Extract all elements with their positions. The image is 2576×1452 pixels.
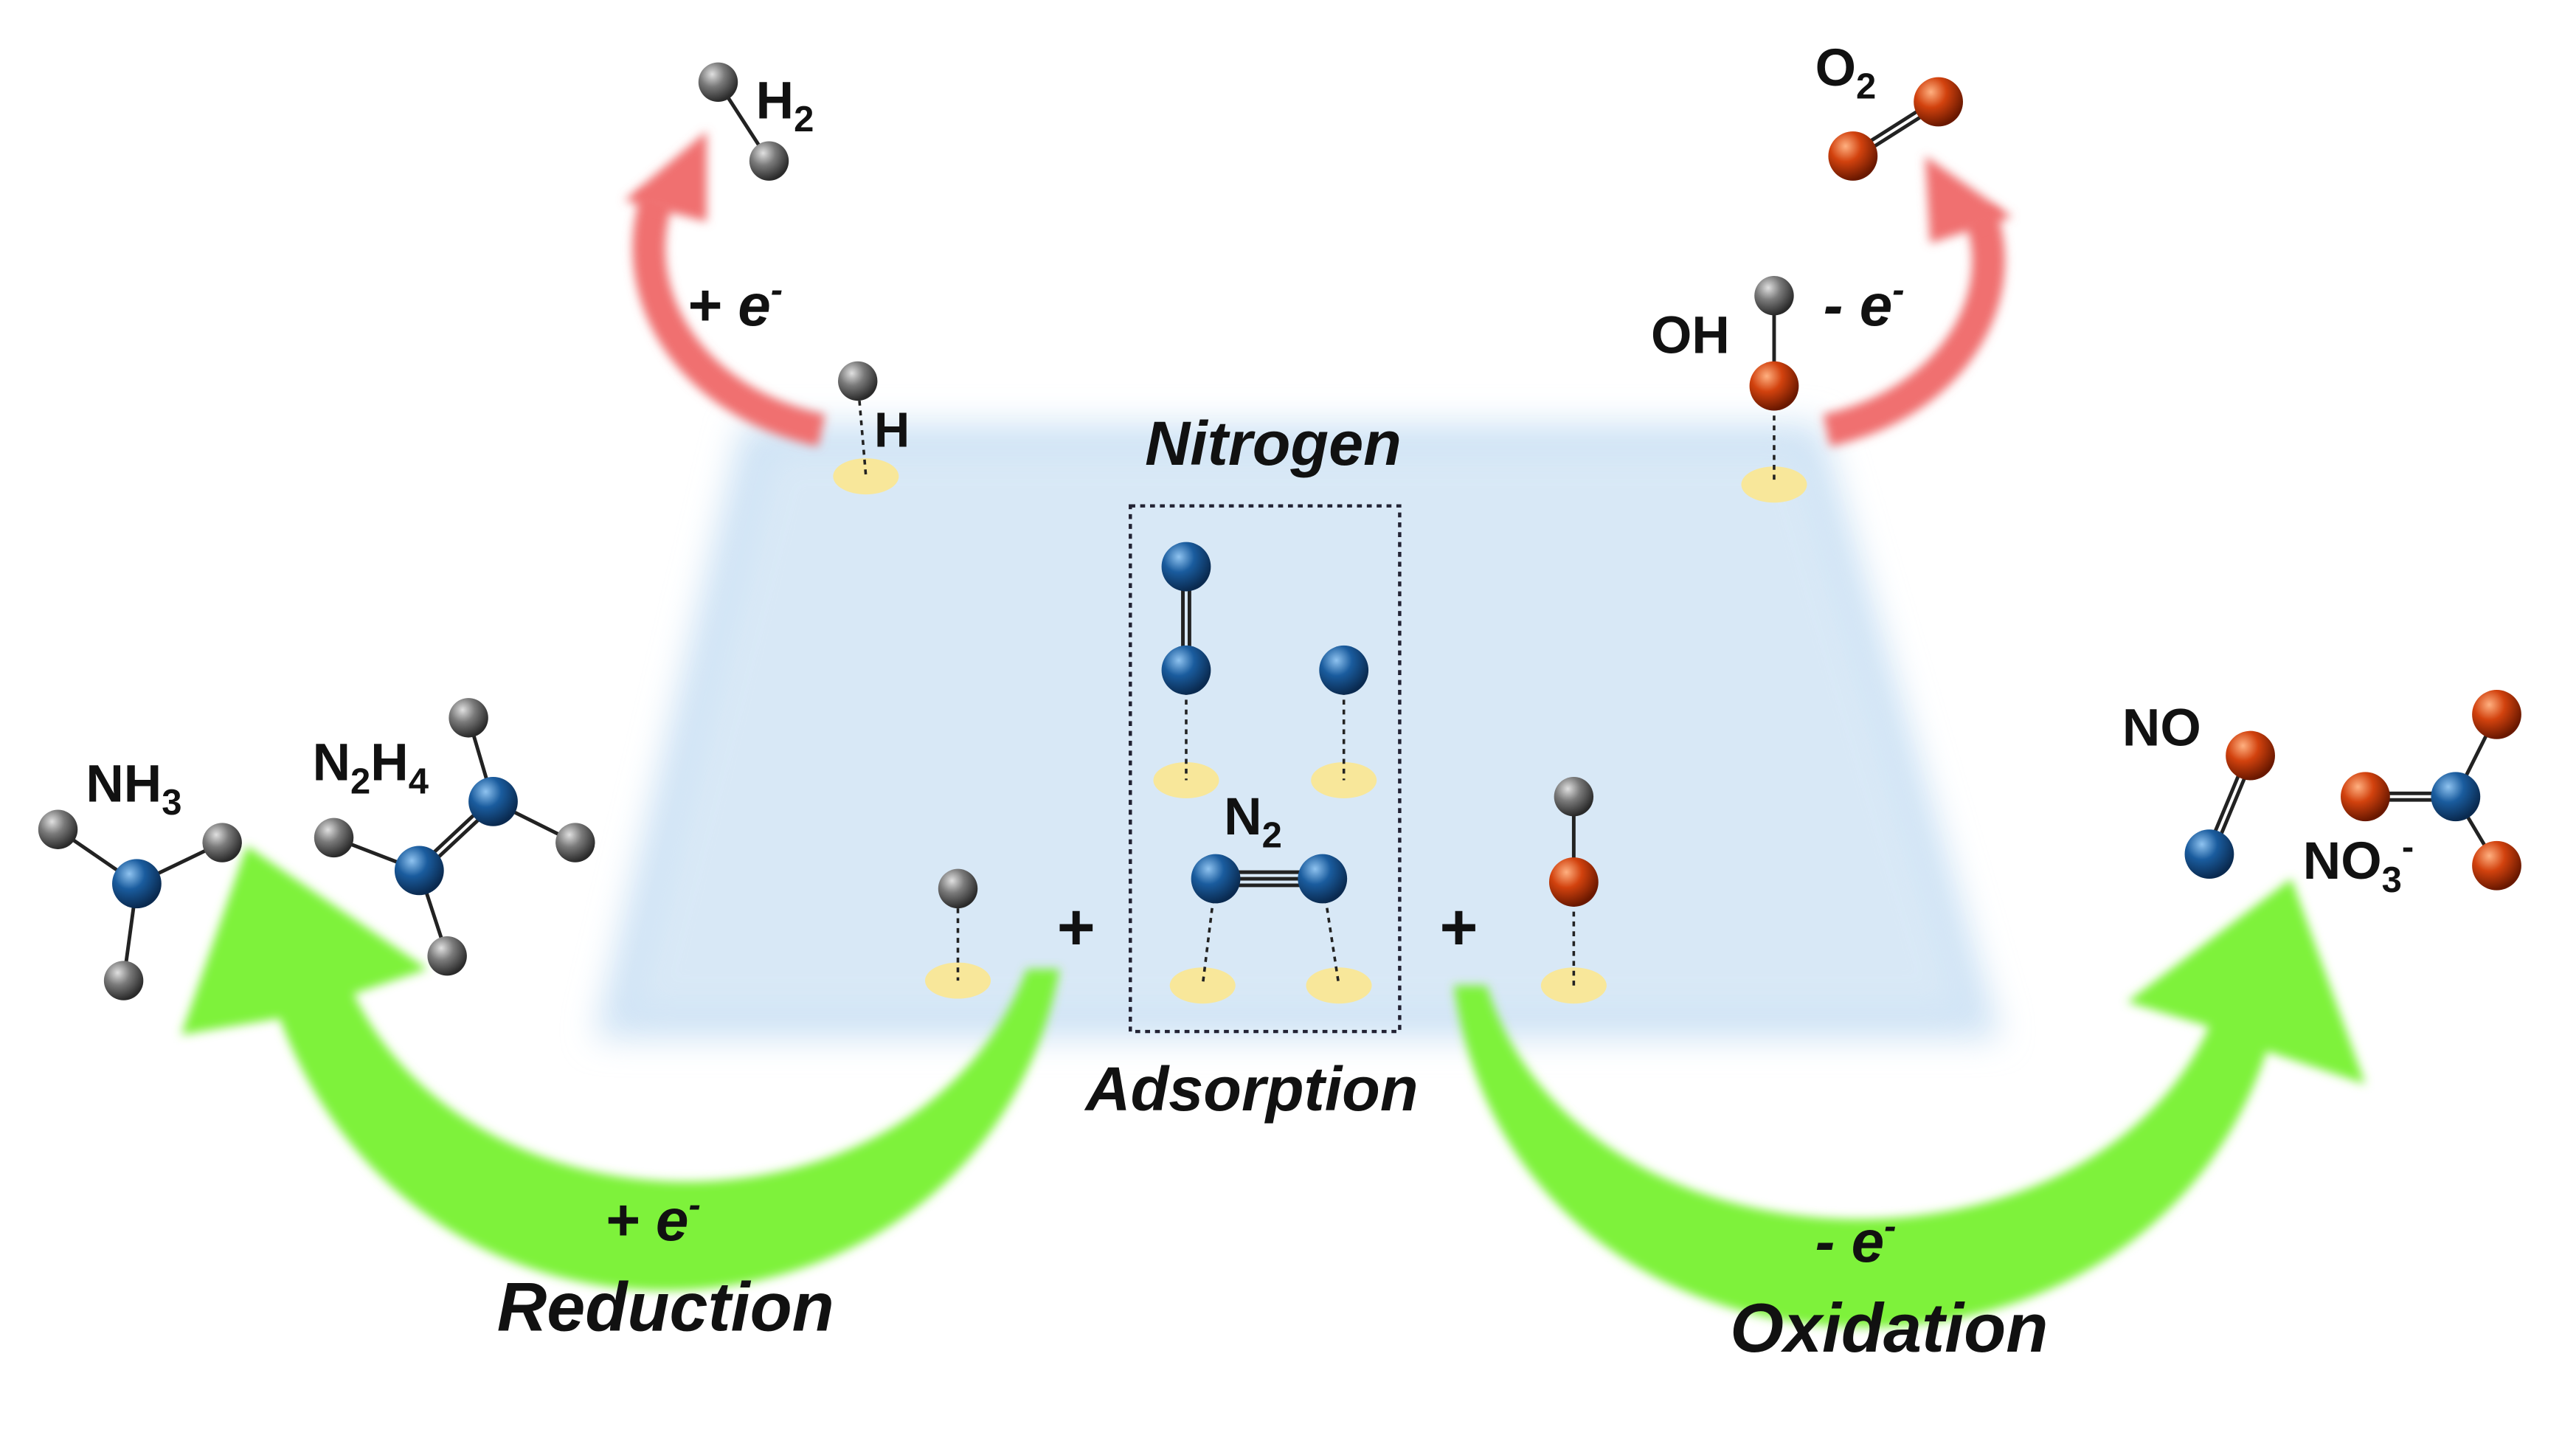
hydrogen-atom — [314, 817, 354, 858]
adsorption-site — [1306, 967, 1372, 1004]
oh-adsorbed-label: OH — [1651, 307, 1730, 365]
adsorption-site — [1169, 967, 1236, 1004]
oxygen-atom — [1914, 77, 1963, 127]
oxidation-arrow — [1453, 879, 2366, 1328]
hydrogen-atom — [1754, 276, 1794, 316]
hydrogen-atom — [838, 361, 878, 401]
nitrogen-atom — [1161, 542, 1211, 592]
oxidation-label: Oxidation — [1730, 1289, 2048, 1366]
oxygen-atom — [1828, 131, 1878, 181]
n2-adsorption-box — [1129, 504, 1402, 1034]
her-electron-label: + e- — [687, 271, 783, 338]
hydrogen-atom — [38, 809, 78, 849]
plus-sign-right: + — [1440, 890, 1478, 964]
adsorption-bond — [856, 381, 868, 477]
hydrogen-atom — [1554, 777, 1594, 817]
oer-arrow — [1823, 156, 2012, 447]
nitrogen-atom — [112, 859, 162, 909]
o2-label: O2 — [1815, 39, 1877, 107]
h-adsorbed-label: H — [874, 404, 910, 458]
nitrogen-label: Nitrogen — [1145, 408, 1402, 478]
hydrogen-atom — [749, 141, 789, 181]
hydrogen-atom — [449, 698, 488, 738]
nh3-label: NH3 — [86, 755, 181, 823]
hydrogen-atom — [698, 62, 738, 103]
hydrogen-atom — [103, 961, 144, 1000]
oxygen-atom — [2226, 730, 2275, 781]
adsorption-bond — [1201, 878, 1217, 986]
nitrogen-atom — [1191, 854, 1241, 904]
nitrogen-atom — [2184, 829, 2234, 879]
oxygen-atom — [2341, 772, 2390, 822]
oxygen-atom — [2472, 690, 2521, 739]
hydrogen-atom — [938, 868, 978, 909]
oxygen-atom — [2472, 840, 2521, 891]
oxygen-atom — [1749, 361, 1799, 411]
plus-sign-left: + — [1057, 890, 1095, 964]
nitrogen-atom — [1298, 854, 1348, 904]
oer-electron-label: - e- — [1824, 271, 1905, 338]
hydrogen-atom — [555, 823, 595, 862]
nitrogen-atom — [2431, 772, 2481, 822]
hydrogen-atom — [427, 936, 467, 976]
n2-label: N2 — [1224, 788, 1282, 856]
adsorption-site — [833, 458, 899, 495]
oxidation-electron-label: - e- — [1815, 1207, 1897, 1274]
adsorption-label: Adsorption — [1084, 1054, 1419, 1124]
nitrogen-atom — [1319, 645, 1369, 695]
adsorption-site — [1741, 466, 1807, 503]
no3-label: NO3- — [2303, 827, 2414, 900]
h2-label: H2 — [756, 72, 814, 139]
n2h4-label: N2H4 — [313, 733, 429, 801]
nitrogen-atom — [394, 846, 444, 896]
nitrogen-atom — [1161, 645, 1211, 695]
oxygen-atom — [1548, 857, 1599, 907]
hydrogen-atom — [202, 823, 242, 862]
adsorption-bond — [1320, 878, 1340, 986]
reduction-electron-label: + e- — [605, 1186, 701, 1253]
no-label: NO — [2122, 699, 2201, 758]
reduction-arrow — [181, 846, 1060, 1291]
reduction-label: Reduction — [497, 1268, 834, 1345]
her-arrow — [624, 131, 825, 447]
nitrogen-atom — [468, 777, 518, 826]
